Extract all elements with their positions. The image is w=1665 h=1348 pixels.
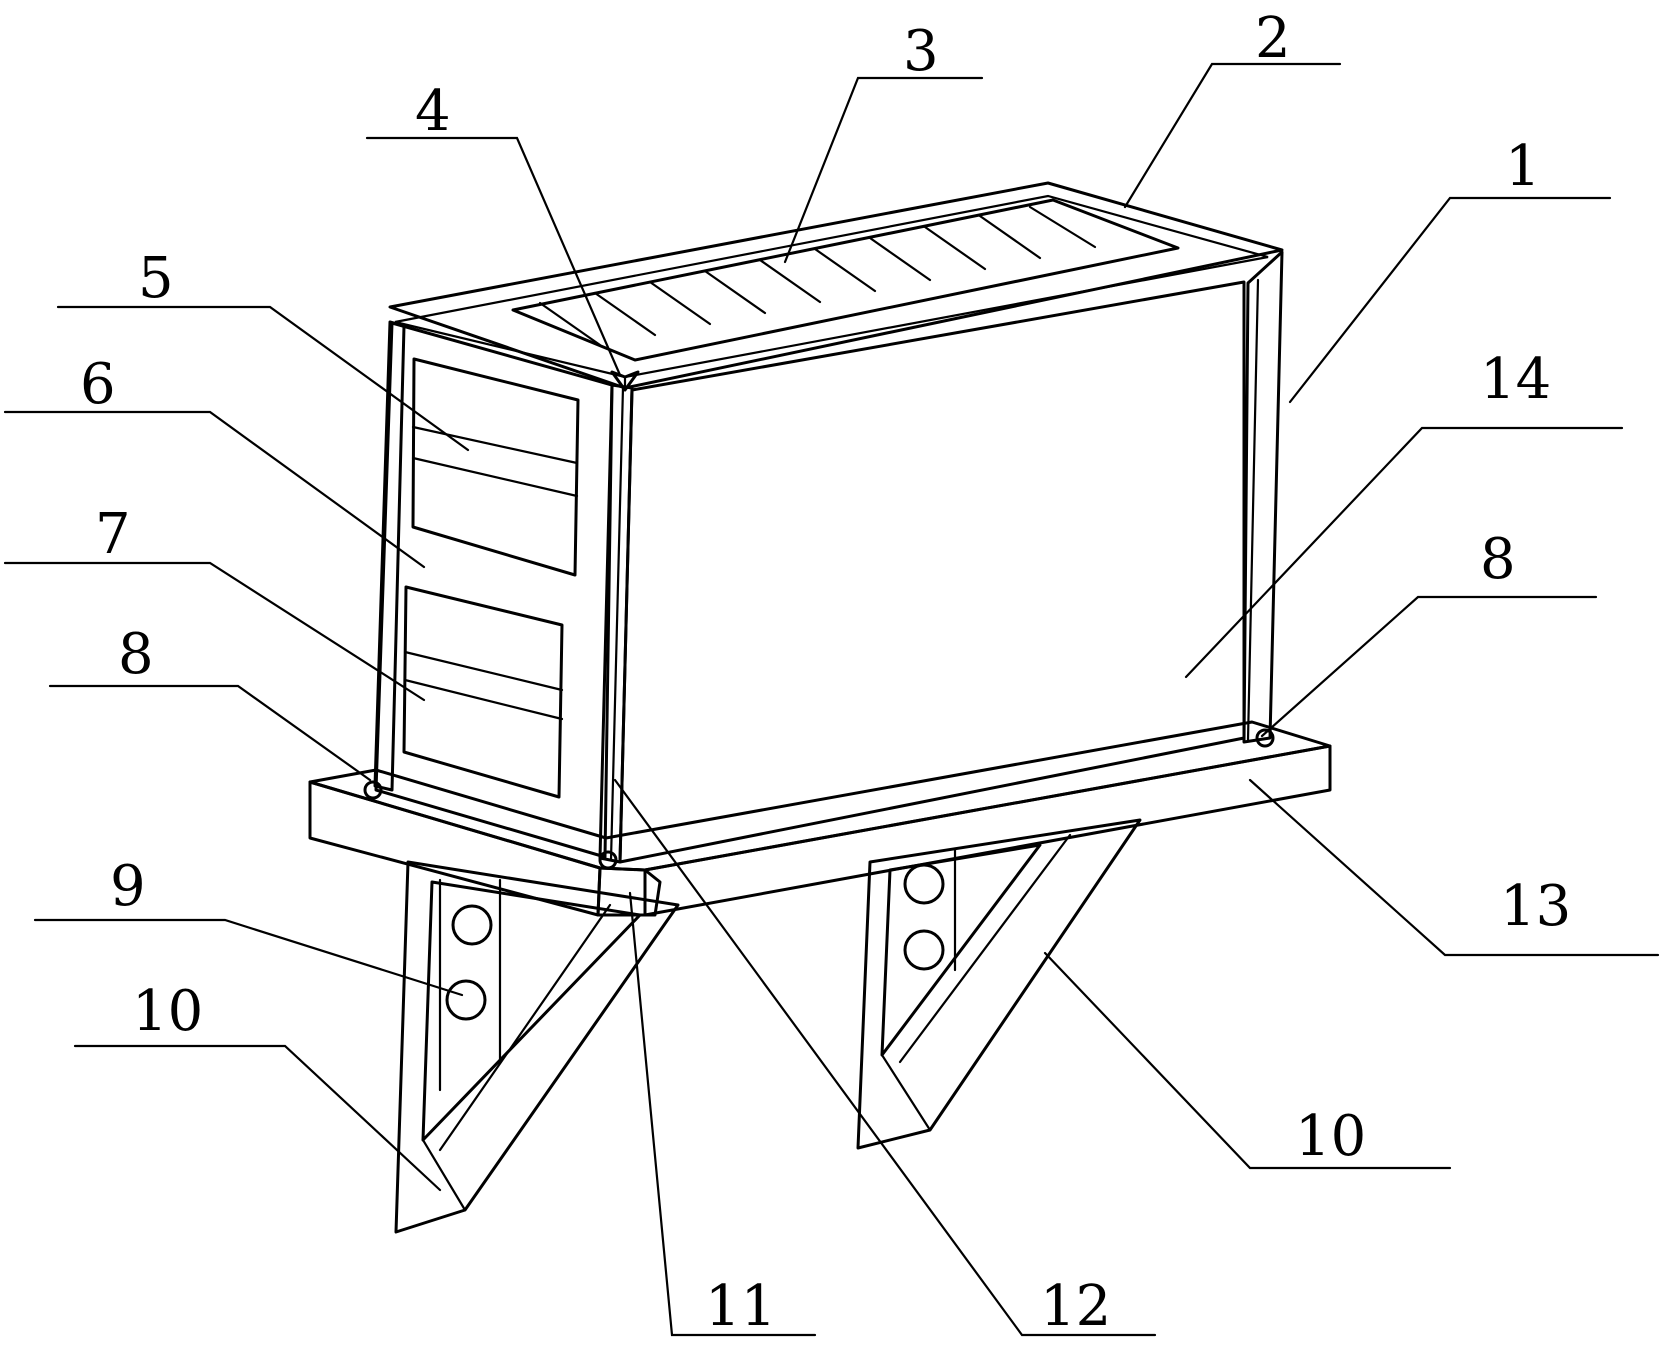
left-bolt xyxy=(363,780,383,800)
label-5: 5 xyxy=(138,246,174,311)
label-1: 1 xyxy=(1505,134,1541,199)
top-vent-slats xyxy=(538,205,1097,347)
label-10-left: 10 xyxy=(132,979,203,1044)
top-frame-inner xyxy=(394,194,1269,379)
right-bolt xyxy=(1255,728,1275,748)
left-bracket-hole-lower xyxy=(445,979,487,1021)
top-frame xyxy=(388,181,1284,390)
label-8-left: 8 xyxy=(118,622,154,687)
label-13: 13 xyxy=(1500,874,1571,939)
right-bracket-inner xyxy=(880,843,1042,1057)
lower-vent-window xyxy=(402,585,564,799)
left-bracket-inner xyxy=(421,880,642,1142)
right-bracket-hole-upper xyxy=(903,863,945,905)
base-front-face xyxy=(643,744,1332,917)
upper-vent-window xyxy=(411,357,580,577)
left-rear-post xyxy=(373,320,406,792)
label-12: 12 xyxy=(1040,1274,1111,1339)
label-2: 2 xyxy=(1255,6,1291,71)
label-4: 4 xyxy=(415,79,451,144)
base-top-face xyxy=(308,720,1332,872)
label-11: 11 xyxy=(705,1274,776,1339)
label-6: 6 xyxy=(80,352,116,417)
center-bolt xyxy=(598,850,618,870)
base-left-face xyxy=(308,780,602,917)
label-10-right: 10 xyxy=(1295,1104,1366,1169)
right-bracket-hole-lower xyxy=(903,929,945,971)
label-7: 7 xyxy=(95,502,131,567)
leader-lines xyxy=(3,62,1660,1337)
left-bracket xyxy=(394,860,680,1234)
label-3: 3 xyxy=(903,19,939,84)
reference-labels: 1 2 3 4 5 6 7 8 8 9 10 10 11 12 13 14 xyxy=(80,6,1571,1339)
top-vent-panel xyxy=(511,198,1180,362)
right-post xyxy=(1242,250,1284,744)
right-bracket xyxy=(856,818,1142,1150)
label-9: 9 xyxy=(110,854,146,919)
label-14: 14 xyxy=(1480,347,1551,412)
left-bracket-hole-upper xyxy=(451,904,493,946)
label-8-right: 8 xyxy=(1480,527,1516,592)
cabinet xyxy=(373,181,1284,864)
